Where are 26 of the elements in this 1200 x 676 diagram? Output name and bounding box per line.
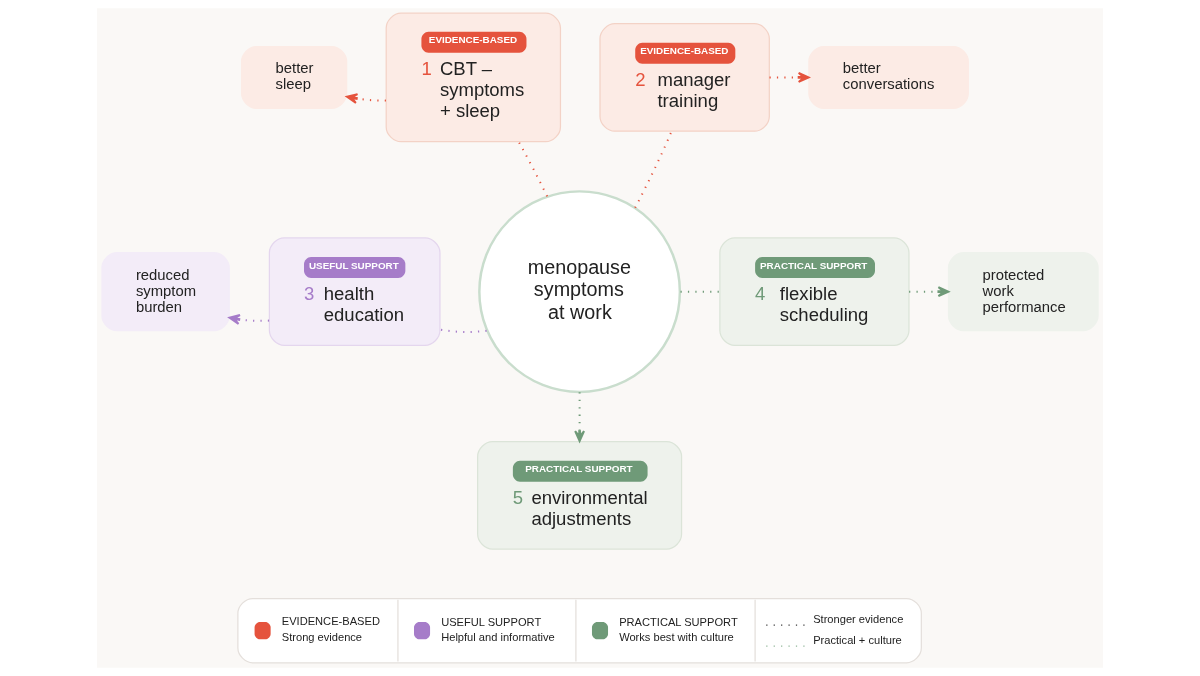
node-box: better conversations	[808, 45, 969, 109]
node-box: reduced symptom burden	[101, 252, 230, 332]
node-box: PRACTICAL SUPPORT 4 flexible scheduling	[719, 237, 910, 347]
legend-label: Stronger evidence	[813, 612, 904, 625]
node-circle: menopause symptoms at work	[478, 190, 682, 394]
label: Helpful and informative	[441, 630, 555, 643]
node-box: EVIDENCE-BASED 1 CBT – symptoms + sleep	[385, 12, 562, 143]
node-box: USEFUL SUPPORT 3 health education	[268, 237, 441, 347]
node-box: PRACTICAL SUPPORT 5 environmental adjustments	[477, 440, 683, 550]
label: Strong evidence	[281, 631, 363, 644]
connector	[439, 328, 488, 333]
arrow	[346, 93, 387, 104]
legend-label: USEFUL SUPPORT	[441, 615, 542, 628]
node-box: protected work performance	[947, 252, 1099, 332]
legend-label: EVIDENCE-BASED	[281, 615, 380, 628]
connector	[634, 130, 673, 209]
legend-label: PRACTICAL SUPPORT	[619, 615, 738, 628]
arrow	[574, 391, 586, 443]
label: Works best with culture	[619, 630, 734, 643]
arrow	[768, 72, 810, 83]
connector	[517, 141, 549, 198]
node-box: better sleep	[241, 45, 348, 109]
node-box: EVIDENCE-BASED 2 manager training	[599, 23, 770, 132]
arrow	[228, 314, 271, 325]
legend-label: Practical + culture	[813, 633, 902, 646]
arrow	[908, 286, 950, 298]
